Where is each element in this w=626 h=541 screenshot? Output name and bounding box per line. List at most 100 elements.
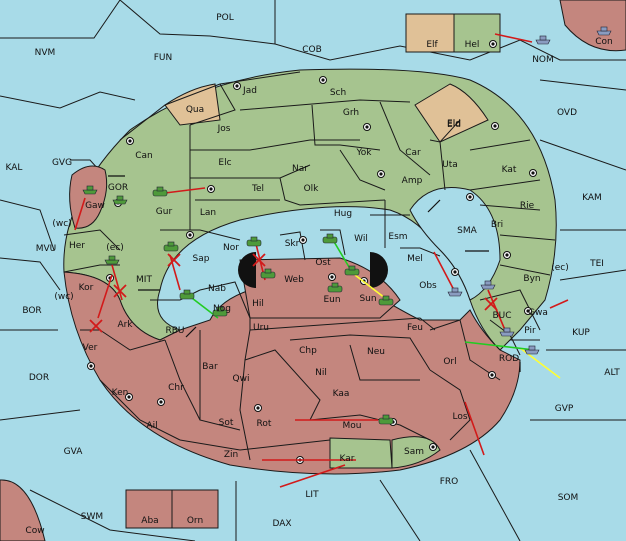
passage-arrows — [108, 175, 521, 372]
province-label-rod: ROD — [499, 354, 519, 364]
fleet-unit-icon[interactable] — [596, 26, 612, 36]
province-label-ark: Ark — [117, 320, 133, 330]
internal-borders — [63, 71, 556, 276]
province-label-zin: Zin — [224, 450, 238, 460]
region-orn — [171, 489, 219, 529]
fleet-unit-icon[interactable] — [535, 35, 551, 45]
province-label-nar: Nar — [292, 164, 308, 174]
fleet-unit-icon[interactable] — [82, 185, 98, 195]
province-label-chp: Chp — [299, 346, 317, 356]
province-label-sap: Sap — [193, 254, 210, 264]
fleet-unit-icon[interactable] — [524, 345, 540, 355]
fleet-unit-icon[interactable] — [447, 287, 463, 297]
province-label-can: Can — [135, 151, 153, 161]
failed-order-x — [167, 253, 181, 267]
province-label-jad: Jad — [242, 86, 257, 96]
army-unit-icon[interactable] — [378, 414, 394, 425]
order-arrow — [494, 33, 533, 43]
province-label-mou: Mou — [343, 421, 362, 431]
province-label-mel: Mel — [407, 254, 423, 264]
failed-order-x — [89, 319, 103, 333]
province-label-wc: (wc) — [52, 219, 71, 229]
province-label-orl: Orl — [443, 357, 456, 367]
province-label-lan: Lan — [200, 208, 216, 218]
order-arrow — [97, 274, 113, 319]
province-label-fun: FUN — [154, 53, 173, 63]
province-label-sch: Sch — [330, 88, 346, 98]
supply-center-dot — [235, 84, 239, 88]
province-label-hug: Hug — [334, 209, 352, 219]
province-label-nog: Nog — [213, 304, 231, 314]
province-label-qwi: Qwi — [233, 374, 250, 384]
army-unit-icon[interactable] — [163, 241, 179, 252]
army-unit-icon[interactable] — [327, 282, 343, 293]
province-label-kar: Kar — [340, 454, 355, 464]
province-label-sma: SMA — [457, 226, 477, 236]
order-arrow — [279, 464, 346, 488]
supply-center-dot — [127, 395, 131, 399]
army-unit-icon[interactable] — [344, 265, 360, 276]
army-unit-icon[interactable] — [246, 236, 262, 247]
army-unit-icon[interactable] — [152, 186, 168, 197]
fleet-unit-icon[interactable] — [480, 280, 496, 290]
province-label-cob: COB — [302, 45, 322, 55]
province-label-kor: Kor — [79, 283, 94, 293]
army-unit-icon[interactable] — [179, 289, 195, 300]
fleet-unit-icon[interactable] — [104, 255, 120, 265]
province-label-mit: MIT — [136, 275, 152, 285]
province-label-swm: SWM — [81, 512, 103, 522]
failed-order-x — [252, 253, 266, 267]
province-label-aba: Aba — [141, 516, 158, 526]
province-label-dor: DOR — [29, 373, 49, 383]
province-label-sot: Sot — [219, 418, 234, 428]
fleet-unit-icon[interactable] — [499, 327, 515, 337]
province-label-ovd: OVD — [557, 108, 577, 118]
supply-center-dot — [89, 364, 93, 368]
region-sam — [391, 436, 441, 469]
province-label-con: Con — [595, 37, 613, 47]
province-label-eld: Eld — [447, 120, 461, 130]
province-label-nvm: NVM — [35, 48, 56, 58]
supply-center-dot — [330, 275, 334, 279]
province-label-ec: (ec) — [551, 263, 569, 273]
army-unit-icon[interactable] — [322, 233, 338, 244]
order-arrow — [464, 401, 485, 456]
supply-center-dot — [531, 171, 535, 175]
supply-centers — [87, 40, 537, 464]
province-label-gwa: Gwa — [528, 308, 548, 318]
supply-center-dot — [256, 406, 260, 410]
province-label-mvu: MVU — [36, 244, 57, 254]
units-layer — [82, 26, 612, 425]
fleet-unit-icon[interactable] — [112, 195, 128, 205]
supply-center-dot — [493, 124, 497, 128]
province-label-bri: Bri — [491, 220, 503, 230]
province-label-pol: POL — [216, 13, 234, 23]
province-label-elc: Elc — [218, 158, 231, 168]
province-label-bor: BOR — [22, 306, 41, 316]
supply-center-dot — [301, 238, 305, 242]
province-label-wil: Wil — [354, 234, 368, 244]
order-arrow — [433, 251, 456, 293]
province-label-fro: FRO — [440, 477, 459, 487]
supply-center-dot — [159, 400, 163, 404]
province-label-gvg: GVG — [52, 158, 72, 168]
province-label-jos: Jos — [217, 124, 231, 134]
province-label-buc: BUC — [492, 311, 511, 321]
province-label-nor: Nor — [223, 243, 239, 253]
province-label-chr: Chr — [168, 383, 184, 393]
province-label-sam: Sam — [404, 447, 424, 457]
province-label-kal: KAL — [6, 163, 23, 173]
region-qua — [164, 83, 221, 126]
province-label-pir: Pir — [524, 326, 536, 336]
army-unit-icon[interactable] — [260, 268, 276, 279]
army-unit-icon[interactable] — [378, 295, 394, 306]
hemisphere-right — [370, 252, 388, 288]
province-label-feu: Feu — [407, 323, 423, 333]
army-unit-icon[interactable] — [212, 306, 228, 317]
province-label-kaa: Kaa — [333, 389, 350, 399]
order-support — [354, 274, 386, 299]
region-aba — [125, 489, 173, 529]
supply-center-dot — [468, 195, 472, 199]
province-label-sun: Sun — [359, 294, 376, 304]
